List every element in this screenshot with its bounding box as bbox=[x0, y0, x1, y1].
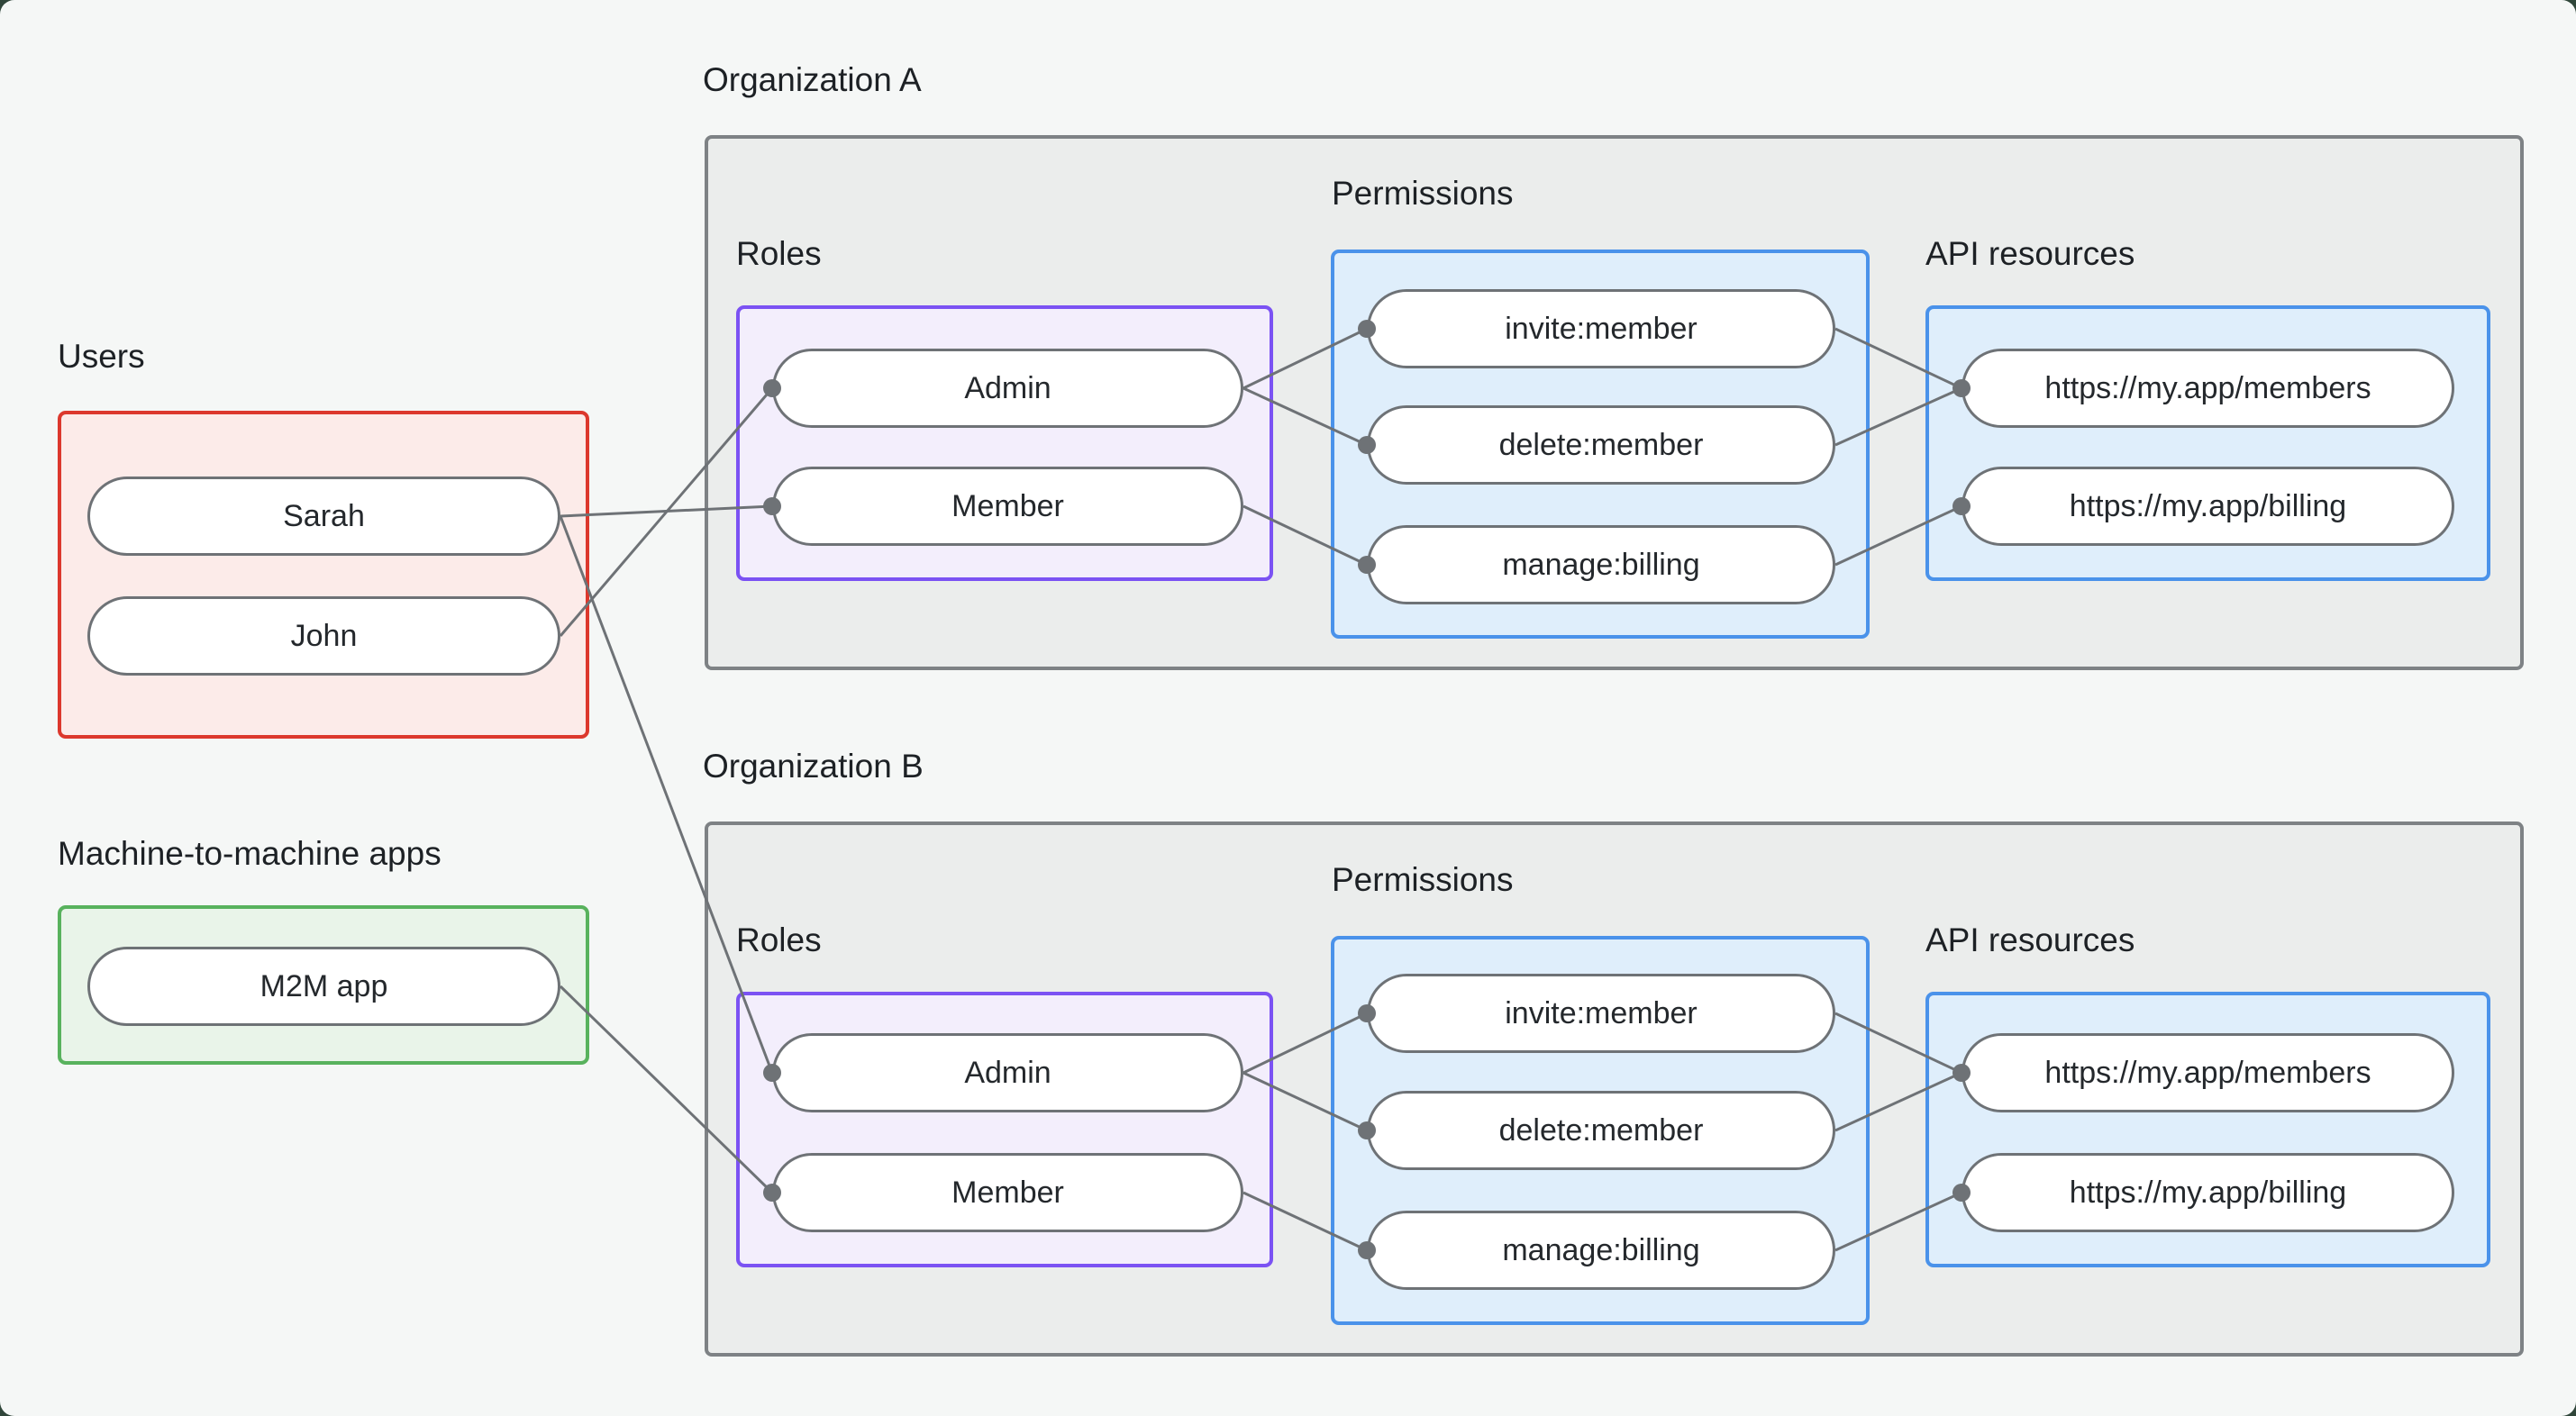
edge-m2m-to-org-b-member bbox=[559, 985, 774, 1194]
node-org-b-perm-delete-member: delete:member bbox=[1367, 1091, 1835, 1170]
node-org-a-role-member: Member bbox=[772, 467, 1243, 546]
users-group-label: Users bbox=[58, 338, 145, 375]
org-b-api-resources-label: API resources bbox=[1925, 921, 2135, 958]
edge-org-b-admin-to-delete bbox=[1242, 1071, 1368, 1132]
org-a-api-resources-label: API resources bbox=[1925, 235, 2135, 272]
edge-org-b-member-to-manage bbox=[1242, 1191, 1368, 1252]
node-user-john: John bbox=[87, 596, 560, 676]
node-org-a-perm-delete-member: delete:member bbox=[1367, 405, 1835, 485]
node-m2m-app: M2M app bbox=[87, 947, 560, 1026]
edge-org-b-manage-to-billing bbox=[1834, 1191, 1962, 1252]
node-org-b-role-member: Member bbox=[772, 1153, 1243, 1232]
edge-john-to-org-a-admin bbox=[559, 387, 774, 637]
node-org-a-api-members: https://my.app/members bbox=[1962, 349, 2454, 428]
org-b-title: Organization B bbox=[703, 748, 924, 785]
edge-org-a-manage-to-billing bbox=[1834, 504, 1962, 567]
org-b-permissions-label: Permissions bbox=[1332, 861, 1514, 898]
node-org-b-perm-invite-member: invite:member bbox=[1367, 974, 1835, 1053]
edge-org-b-admin-to-invite bbox=[1242, 1012, 1368, 1075]
node-org-b-api-members: https://my.app/members bbox=[1962, 1033, 2454, 1112]
node-org-a-perm-manage-billing: manage:billing bbox=[1367, 525, 1835, 604]
edge-org-a-admin-to-invite bbox=[1242, 327, 1368, 390]
node-org-a-api-billing: https://my.app/billing bbox=[1962, 467, 2454, 546]
org-b-roles-label: Roles bbox=[736, 921, 822, 958]
edge-org-a-member-to-manage bbox=[1242, 504, 1368, 567]
m2m-group-label: Machine-to-machine apps bbox=[58, 835, 441, 872]
edge-sarah-to-org-b-admin bbox=[559, 515, 774, 1074]
edge-org-b-invite-to-members bbox=[1834, 1012, 1962, 1075]
edge-org-a-invite-to-members bbox=[1834, 327, 1962, 390]
edge-org-b-delete-to-members bbox=[1834, 1071, 1962, 1132]
org-a-title: Organization A bbox=[703, 61, 922, 98]
users-group-box bbox=[58, 411, 589, 739]
edge-org-a-admin-to-delete bbox=[1242, 386, 1368, 447]
org-a-permissions-label: Permissions bbox=[1332, 175, 1514, 212]
node-org-b-role-admin: Admin bbox=[772, 1033, 1243, 1112]
edge-org-a-delete-to-members bbox=[1834, 386, 1962, 447]
node-org-a-perm-invite-member: invite:member bbox=[1367, 289, 1835, 368]
node-org-b-api-billing: https://my.app/billing bbox=[1962, 1153, 2454, 1232]
node-user-sarah: Sarah bbox=[87, 477, 560, 556]
node-org-a-role-admin: Admin bbox=[772, 349, 1243, 428]
org-a-roles-label: Roles bbox=[736, 235, 822, 272]
node-org-b-perm-manage-billing: manage:billing bbox=[1367, 1211, 1835, 1290]
